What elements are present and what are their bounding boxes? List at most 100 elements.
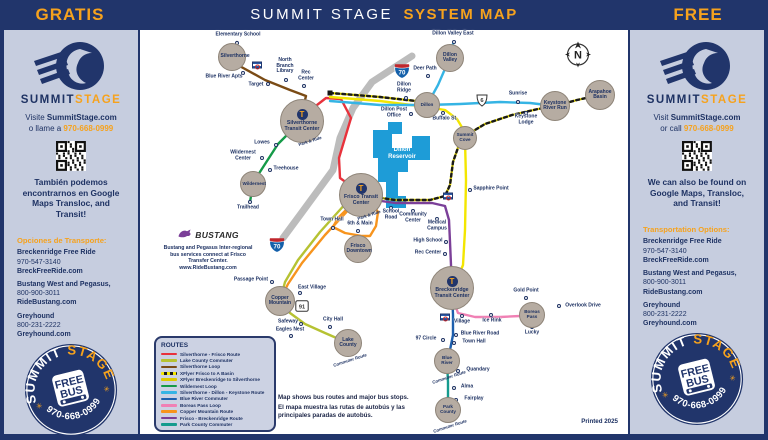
bus-stop-label: Lucky [524,329,540,336]
bus-stop-dot [356,229,360,233]
bus-stop-dot [516,100,520,104]
bus-stop-dot [260,156,264,160]
legend-row: Park County Commuter [161,421,269,427]
town-name: Summit Cove [456,132,474,142]
bus-stop-dot [241,71,245,75]
bustang-stop-icon [440,313,450,321]
bustang-note: BUSTANG Bustang and Pegasus Inter-region… [160,226,256,271]
transport-options-title: Transportation Options: [643,225,730,235]
bus-stop-label: Medical Campus [427,219,447,231]
title-summit-stage: SUMMIT STAGE [250,6,394,23]
bus-stop-label: East Village [298,284,326,291]
option-website: Greyhound.com [643,320,697,328]
route-xflyer-frisco-summitcove-dashes [359,140,462,202]
bus-stop-label: Dillon Post Office [380,106,408,118]
summitstage-logo-svg [34,42,104,90]
bus-stop-dot [331,226,335,230]
sidebar-spanish: SUMMITSTAGE Visite SummitStage.com o lla… [4,30,138,437]
legend-swatch [161,397,177,401]
bus-stop-dot [328,325,332,329]
bus-stop-dot [452,386,456,390]
contact-info: Visite SummitStage.com o llame a 970-668… [4,113,138,135]
bus-stop-label: City Hall [322,316,343,323]
bus-stop-label: Lowes [254,139,270,146]
legend-row: Silverthorne Loop [161,364,269,370]
bus-stop-dot [441,111,445,115]
compass-svg: N [565,41,591,68]
bus-stop-dot [299,322,303,326]
legend-swatch [161,378,177,382]
legend-label: Silverthorne - Dillon - Keystone Route [180,390,265,396]
option-website: BreckFreeRide.com [17,267,83,275]
bus-stop-label: Treehouse [273,165,299,172]
bustang-url: www.RideBustang.com [179,264,237,271]
town-stop-summit-cove: Summit Cove [453,126,477,150]
bus-stop-dot [557,304,561,308]
bus-stop-dot [274,143,278,147]
dillon-reservoir-label: Dillon Reservoir [388,147,416,160]
bus-stop-label: Fairplay [464,395,484,402]
bus-stop-dot [441,338,445,342]
bus-stop-dot [389,206,393,210]
bus-stop-dot [468,188,472,192]
town-stop-boreas-pass: Boreas Pass [519,302,545,328]
route-silverthorne-frisco [306,96,356,190]
bus-stop-dot [298,291,302,295]
bus-stop-dot [411,209,415,213]
option-website: RideBustang.com [643,288,703,296]
bus-stop-label: Passage Point [233,276,269,283]
brand-stage: STAGE [701,94,748,106]
transit-center-name: Silverthorne Transit Center [284,120,320,132]
option-website: BreckFreeRide.com [643,256,709,264]
bus-stop-dot [444,240,448,244]
brand-wordmark: SUMMITSTAGE [630,94,764,106]
bus-stop-label: North Branch Library [276,56,294,74]
bus-stop-dot [524,296,528,300]
town-name: Lake County [339,336,357,348]
option-name: Breckenridge Free Ride [17,249,96,257]
town-stop-arapahoe-basin: Arapahoe Basin [585,80,615,110]
bus-stop-dot [289,334,293,338]
header-bar: GRATIS SUMMIT STAGE SYSTEM MAP FREE [0,0,768,30]
page-title: SUMMIT STAGE SYSTEM MAP [140,6,628,24]
town-name: Keystone River Run [543,99,567,111]
bus-stop-label: Target [248,81,264,88]
qr-code [56,140,86,171]
transport-options-title: Opciones de Transporte: [17,236,107,246]
dillon-reservoir-shape [373,122,430,208]
brand-summit: SUMMIT [646,94,702,106]
svg-text:✳: ✳ [661,390,670,400]
town-stop-lake-county: Lake County [334,329,362,357]
town-name: Blue River [441,355,453,365]
bus-stop-label: Dillon Ridge [397,81,411,93]
contact-pre: Visite [25,113,47,122]
bus-stop-label: Overlook Drive [565,302,601,309]
town-stop-wildernest: Wildernest [240,171,266,197]
legend-title: ROUTES [161,342,189,349]
phone-number: 970-668-0999 [63,123,114,133]
legend-swatch [161,391,177,394]
legend-label: Boreas Pass Loop [180,402,221,408]
qr-code-svg [682,140,712,171]
bus-stop-label: Blue River Road [460,330,500,337]
legend-swatch [161,384,177,388]
legend-row: Wildernest Loop [161,383,269,389]
apps-note: También podemos encontrarnos en Google M… [22,176,120,220]
bus-stop-label: Safeway [277,318,298,325]
bus-stop-label: Town Hall [462,338,486,345]
legend-row: Boreas Pass Loop [161,402,269,408]
town-name: Dillon Valley [442,51,458,63]
option-phone: 970-547-3140 [17,258,61,266]
svg-text:N: N [574,50,582,62]
summitstage-logo [4,39,138,93]
option-phone: 800-900-3011 [643,279,687,287]
route-terminus-marker [327,90,333,96]
option-phone: 800-231-2222 [17,321,61,329]
